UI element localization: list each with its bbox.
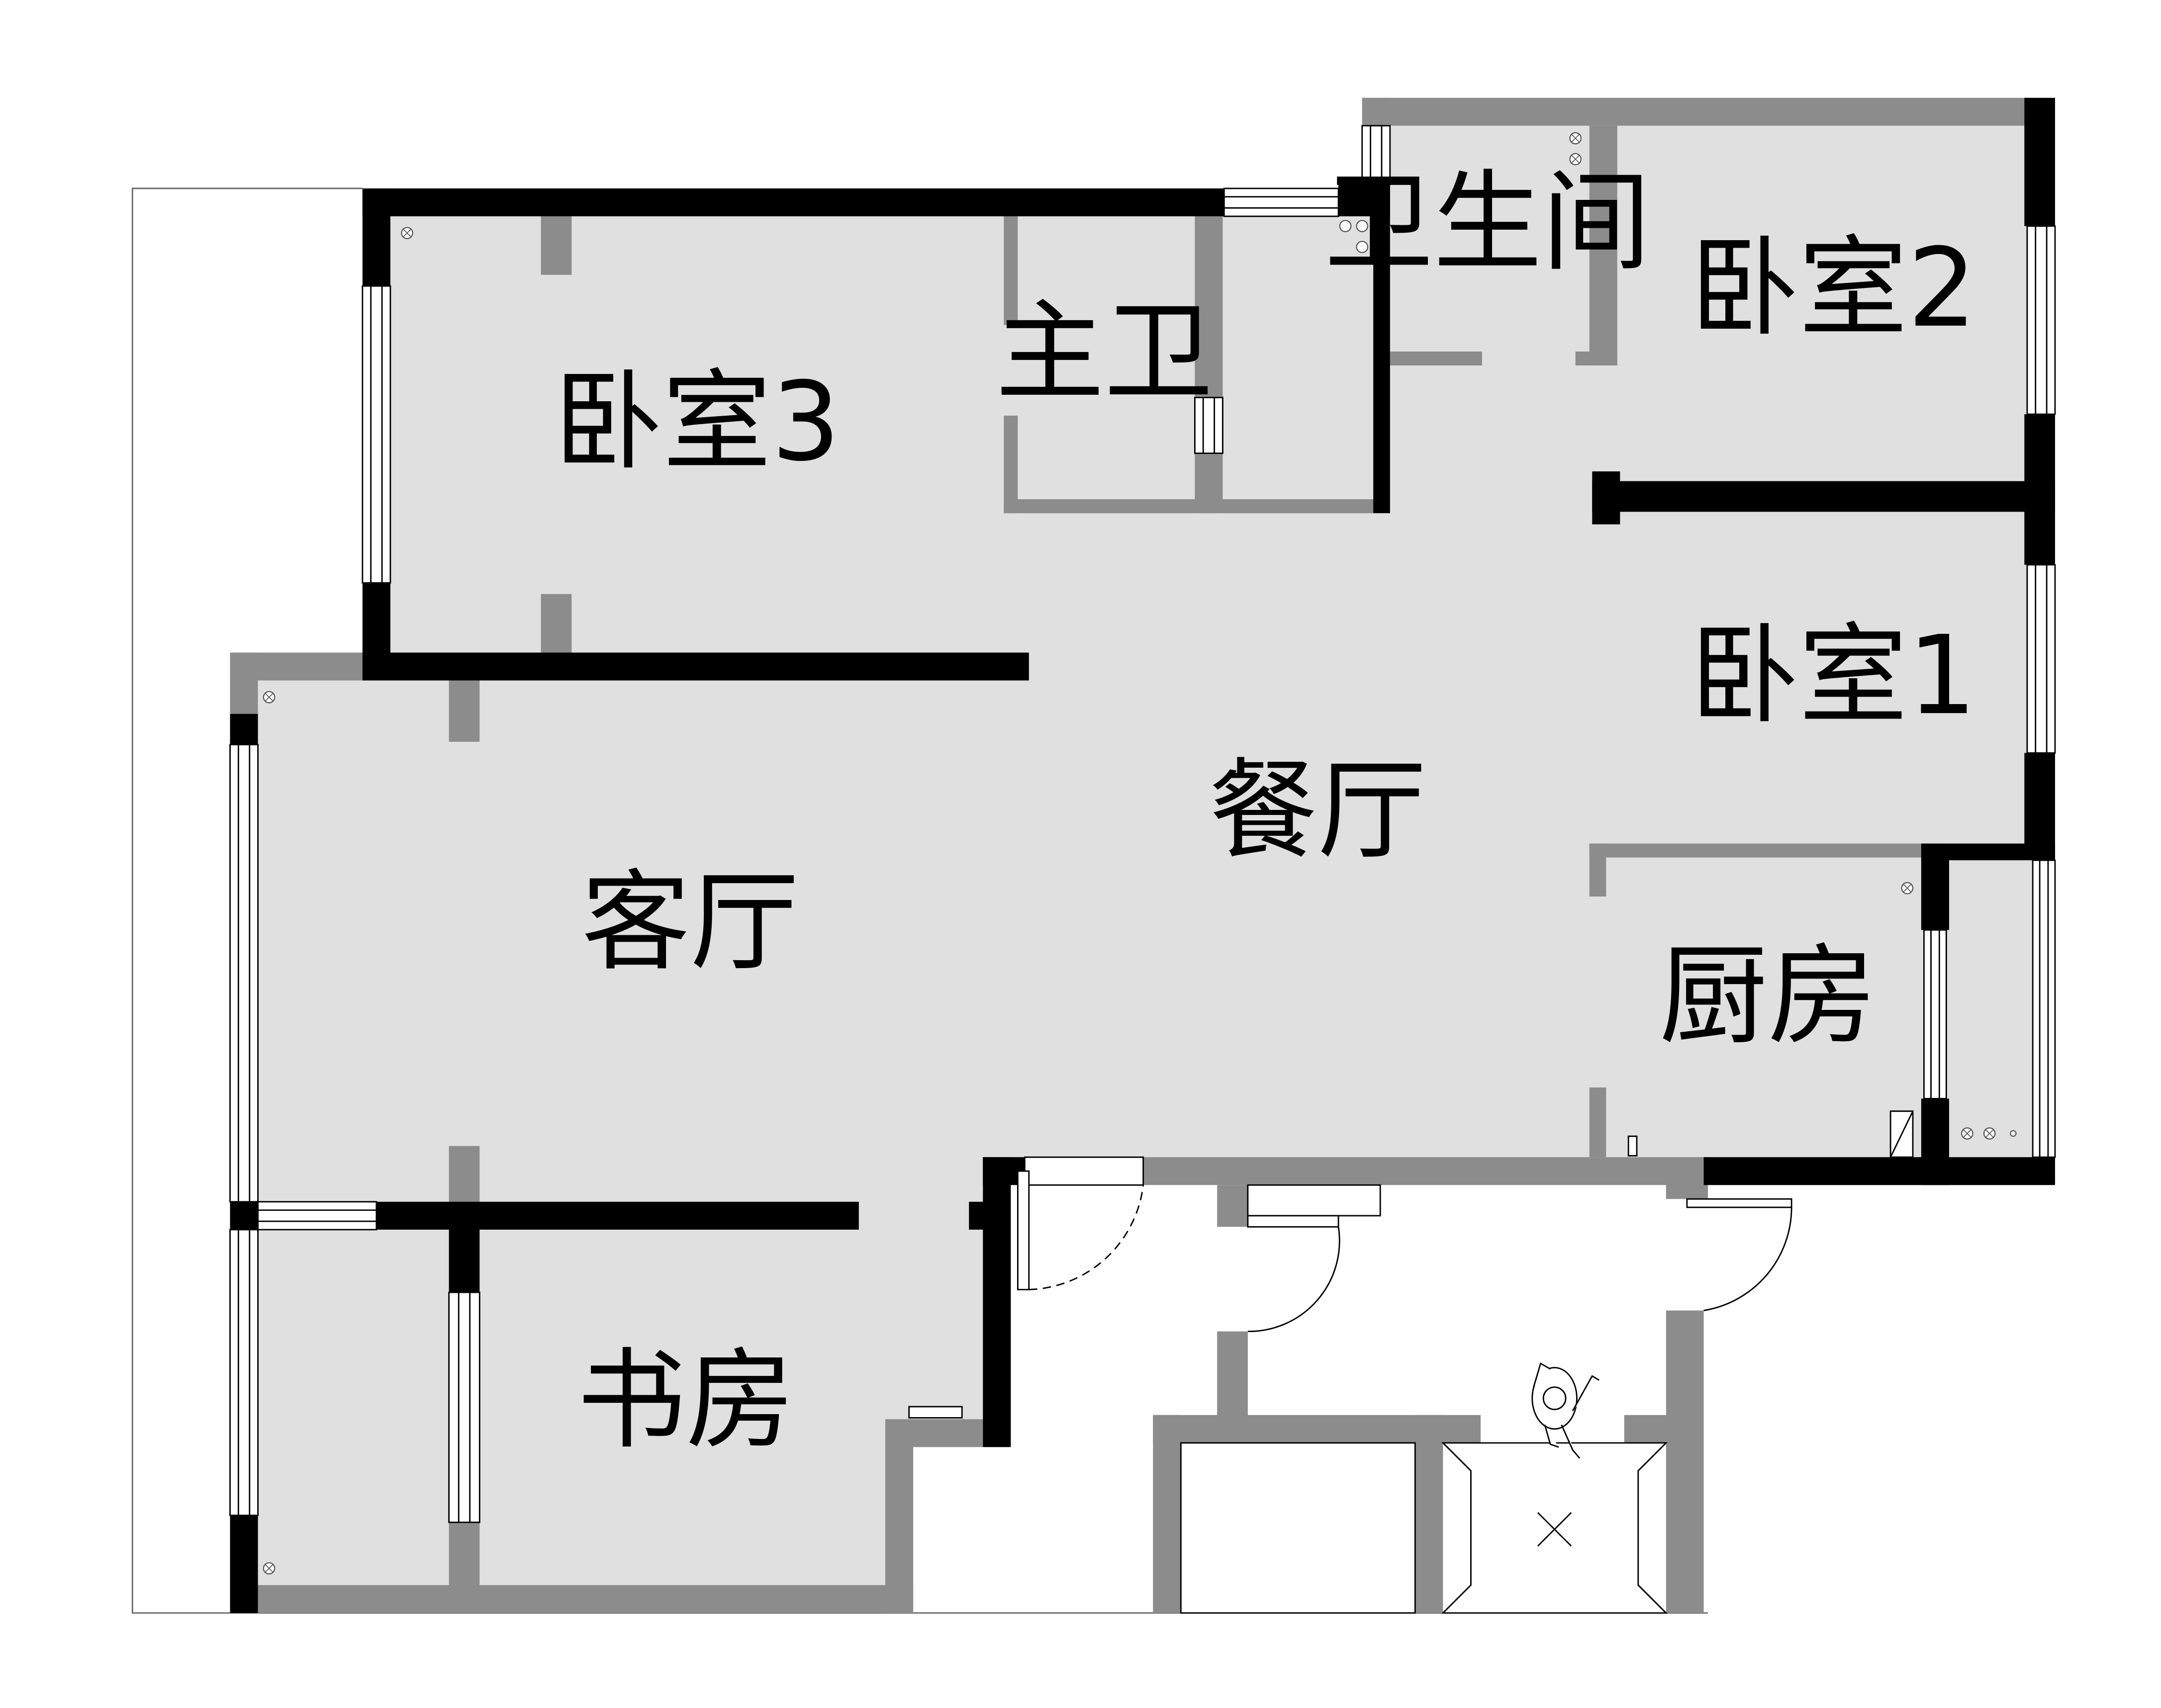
wall-study-pier-bot [449, 1522, 480, 1590]
wall-right-low [2024, 753, 2055, 858]
fixture-marker-icon [1356, 241, 1369, 254]
wall-bath-bottom [1390, 351, 1482, 365]
room-label-living: 客厅 [581, 859, 799, 986]
window-living-left [229, 744, 259, 1203]
wall-kitchen-pier [1921, 843, 1949, 930]
wall-kitchen-stub [1589, 843, 1606, 897]
wall-kitchen-top [1589, 843, 1924, 858]
fixture-marker-icon [1339, 220, 1352, 232]
door-entry-panel [1024, 1156, 1144, 1186]
door-swing-entry [1029, 1185, 1144, 1290]
wall-living-pier [449, 680, 480, 742]
wall-stair-right [1666, 1310, 1704, 1613]
person-figure-icon [1531, 1362, 1600, 1459]
lift-cross-b [1537, 1512, 1572, 1547]
wall-kitchen-south [1703, 1157, 2055, 1185]
switch-icon [1627, 1135, 1638, 1157]
window-study-top [257, 1201, 377, 1231]
room-label-dining: 餐厅 [1209, 747, 1426, 874]
wall-top-wing [1362, 97, 2029, 126]
wall-living-left-bot [230, 1515, 258, 1613]
wall-mb-bottom [1004, 499, 1381, 514]
door-leaf-hall [1247, 1184, 1381, 1217]
wall-stair-mid [1415, 1415, 1443, 1613]
window-study-left [229, 1229, 259, 1517]
wall-living-left-mid [230, 1201, 258, 1230]
window-bed3-left [362, 285, 391, 584]
wall-living-cornerl [230, 652, 258, 716]
fixture-marker-icon [1356, 220, 1369, 232]
wall-bed-divider-stub [1592, 471, 1620, 525]
window-balcony-right [2032, 859, 2056, 1158]
site-boundary [131, 187, 1708, 1614]
door-leaf-hall2 [1247, 1215, 1339, 1228]
wall-study-divider [449, 1201, 480, 1293]
wall-bed3-top [362, 188, 1224, 217]
wall-stair-post [1217, 1331, 1248, 1443]
fixture-marker-icon [2010, 1130, 2017, 1137]
window-bath-left [1361, 125, 1391, 185]
wall-pier-a [541, 216, 572, 275]
wall-south-main [1143, 1157, 1708, 1185]
wall-mb-mid-bot [1195, 453, 1223, 514]
window-kitchen [1923, 929, 1947, 1099]
door-swing-hall [1247, 1227, 1340, 1333]
meter-box-icon [908, 1406, 963, 1419]
window-bed1-right [2026, 564, 2056, 754]
windows [229, 125, 2056, 1524]
wall-bed3-left-top [362, 188, 390, 286]
wall-mb-left-bot [1004, 415, 1018, 514]
wall-wing-right-top [2024, 97, 2055, 226]
wall-study-bottom [258, 1585, 914, 1613]
wall-right-mid [2024, 414, 2055, 565]
wall-living-left-top [230, 714, 258, 745]
lift-box-left [1180, 1442, 1416, 1614]
wall-entry-pier [1217, 1185, 1248, 1227]
wall-mb-mid-top [1195, 216, 1223, 398]
wall-mb-right [1373, 184, 1390, 514]
wall-bed-divider [1592, 481, 2055, 512]
wall-kitchen-bottom-stub [1589, 1087, 1606, 1158]
wall-study-notch [885, 1419, 983, 1447]
room-label-bedroom3: 卧室3 [554, 359, 840, 485]
window-mb-top [1223, 187, 1339, 217]
door-leaf-right [1686, 1198, 1792, 1208]
room-label-bedroom2: 卧室2 [1690, 225, 1976, 352]
room-labels: 卧室3 主卫 卫生间 卧室2 卧室1 餐厅 客厅 厨房 书房 [554, 159, 1976, 1464]
room-label-bathroom: 卫生间 [1324, 159, 1651, 286]
wall-bath-stub [1575, 351, 1617, 365]
room-label-master-bath: 主卫 [996, 289, 1213, 416]
door-leaf-entry [1017, 1170, 1030, 1290]
wall-bath-divider [1589, 125, 1617, 365]
fixture-cross-lines [265, 134, 1994, 1573]
lift-box-right [1441, 1442, 1668, 1614]
window-study-divider [448, 1291, 480, 1524]
wall-south-end [1666, 1157, 1708, 1199]
doors [1017, 1156, 1792, 1333]
room-label-kitchen: 厨房 [1659, 933, 1877, 1060]
window-bed2-right [2026, 225, 2056, 415]
wall-wing-left [1362, 97, 1390, 126]
wall-mb-left-top [1004, 216, 1018, 325]
structural-walls [230, 97, 2055, 1613]
wall-entry-nub [969, 1201, 986, 1230]
wall-study-pier-top [449, 1146, 480, 1202]
kitchen-fixtures [908, 1110, 1914, 1419]
window-mb-mid [1194, 397, 1223, 454]
wall-stair-left [1153, 1415, 1181, 1613]
wall-bed3-bottom [362, 652, 1029, 681]
wall-pier-b [541, 594, 572, 653]
wall-entry-left [983, 1157, 1011, 1447]
wall-study-right [885, 1422, 914, 1613]
door-swing-right [1703, 1207, 1792, 1311]
lift-shaft [1180, 1442, 1668, 1614]
partition-walls [230, 97, 2029, 1613]
wall-study-top [376, 1201, 859, 1230]
room-label-study: 书房 [577, 1337, 795, 1464]
room-label-bedroom1: 卧室1 [1690, 612, 1976, 739]
